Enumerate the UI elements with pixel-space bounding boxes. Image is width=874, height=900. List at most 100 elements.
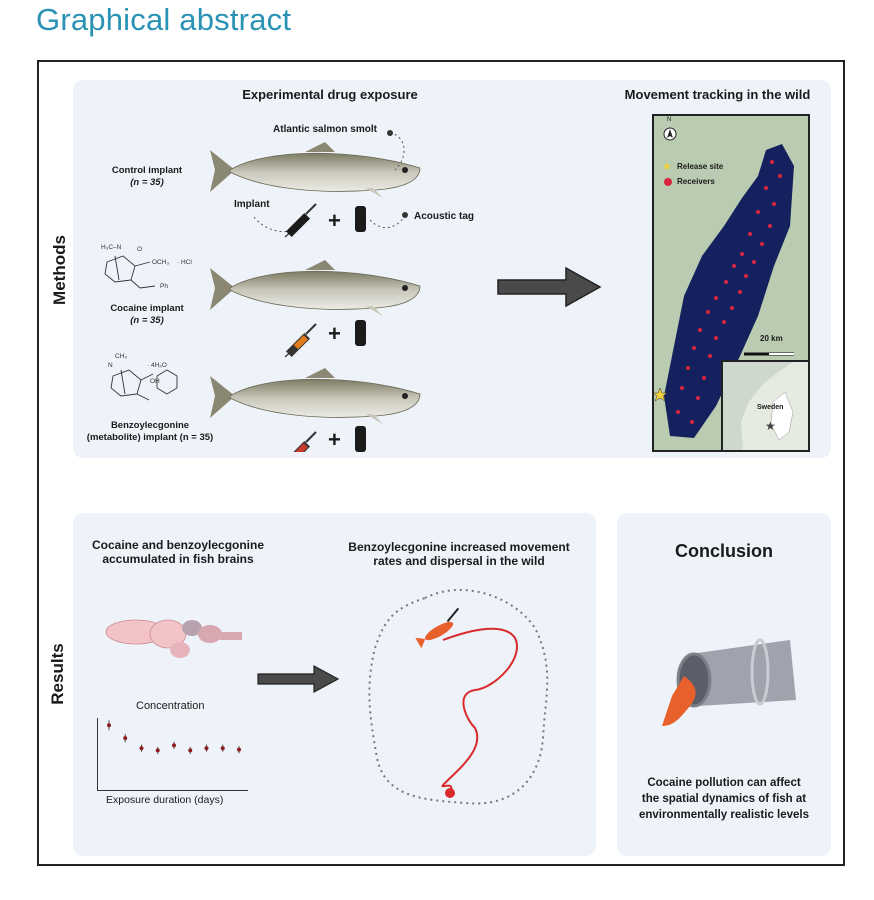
acoustic-tag-cocaine — [355, 320, 366, 346]
receiver-dot — [708, 354, 712, 358]
receiver-dot — [690, 420, 694, 424]
salmon-fish-group — [210, 142, 421, 424]
receiver-dot — [722, 320, 726, 324]
cocaine-formula-hcl: · HCl — [177, 259, 192, 266]
data-point — [155, 748, 160, 753]
sweden-label: Sweden — [757, 404, 784, 411]
tracked-fish — [415, 607, 460, 649]
lake-map-svg — [654, 144, 794, 438]
results-flow-arrow — [257, 664, 340, 694]
tracking-header: Movement tracking in the wild — [624, 87, 811, 102]
accumulated-header: Cocaine and benzoylecgonine accumulated … — [91, 538, 265, 566]
track-start-dot — [445, 788, 455, 798]
receiver-dot — [748, 232, 752, 236]
page-title: Graphical abstract — [36, 2, 292, 37]
movement-header: Benzoylecgonine increased movement rates… — [348, 540, 570, 568]
plot-title: Concentration — [136, 700, 205, 712]
receiver-dot — [756, 210, 760, 214]
cocaine-formula-o: O — [137, 246, 143, 253]
acoustic-tag-benzoylecgonine — [355, 426, 366, 452]
data-point — [139, 746, 144, 751]
conclusion-text: Cocaine pollution can affect the spatial… — [638, 777, 810, 821]
dispersal-illustration — [368, 589, 549, 805]
benzoylecgonine-implant-label: Benzoylecgonine (metabolite) implant (n … — [86, 420, 214, 443]
receiver-dot — [738, 290, 742, 294]
data-point — [107, 723, 111, 728]
exposure-header: Experimental drug exposure — [242, 87, 418, 102]
receiver-dot — [744, 274, 748, 278]
pollution-spill — [662, 676, 696, 726]
implant-label: Implant — [234, 199, 270, 210]
svg-text:★: ★ — [765, 419, 776, 433]
receiver-dot — [686, 366, 690, 370]
north-label: N — [667, 117, 672, 123]
pipe-body — [690, 640, 796, 706]
chemical-structures — [104, 255, 178, 401]
receiver-dots — [676, 160, 782, 424]
pollution-pipe-illustration — [662, 638, 796, 726]
bzg-formula-ch3: CH₃ — [115, 353, 128, 360]
lake-shape — [664, 144, 794, 438]
receiver-dot — [702, 376, 706, 380]
receiver-dot — [760, 242, 764, 246]
syringe-control — [284, 203, 317, 238]
receiver-dot — [724, 280, 728, 284]
north-arrow-icon — [663, 127, 677, 141]
scale-label: 20 km — [760, 334, 783, 343]
acoustic-tag-control — [355, 206, 366, 232]
receiver-dot — [696, 396, 700, 400]
receiver-dot — [740, 252, 744, 256]
data-point — [220, 746, 225, 751]
receiver-dot — [680, 386, 684, 390]
release-site-star — [654, 387, 668, 402]
concentration-plot — [107, 720, 241, 754]
salmon-fish-benzoylecgonine — [210, 368, 421, 424]
cocaine-formula-och3: OCH₃ — [152, 259, 170, 266]
plot-xlabel: Exposure duration (days) — [106, 794, 224, 806]
results-panel — [73, 513, 596, 856]
movement-track — [441, 627, 518, 794]
receiver-dot — [772, 202, 776, 206]
data-point — [188, 748, 193, 753]
methods-side-label: Methods — [50, 235, 69, 305]
results-side-label: Results — [48, 643, 67, 705]
dispersal-area-outline — [368, 589, 549, 805]
syringe-benzoylecgonine — [285, 431, 317, 452]
receiver-dot — [698, 328, 702, 332]
receiver-dot — [676, 410, 680, 414]
syringe-cocaine — [284, 323, 317, 358]
implant-tag-set — [284, 203, 366, 452]
receiver-dot — [732, 264, 736, 268]
cocaine-formula-ph: Ph — [160, 283, 168, 290]
receiver-dot — [770, 160, 774, 164]
receiver-dot — [730, 306, 734, 310]
salmon-label: Atlantic salmon smolt — [273, 124, 377, 135]
data-point — [172, 743, 176, 748]
salmon-fish-control — [210, 142, 421, 198]
graphical-abstract-frame — [37, 60, 845, 866]
cocaine-formula-methyl: H₃C–N — [101, 244, 122, 251]
concentration-plot-axes — [97, 718, 248, 791]
plus-sign-benzoylecgonine: + — [328, 427, 341, 452]
legend-receiver-icon — [664, 178, 672, 186]
receiver-dot — [768, 224, 772, 228]
sweden-inset-map: ★ Sweden — [721, 360, 810, 452]
receiver-dot — [714, 336, 718, 340]
bzg-formula-water: · 4H₂O — [147, 362, 167, 369]
data-point — [237, 747, 241, 752]
conclusion-title: Conclusion — [675, 541, 773, 561]
receiver-dot — [692, 346, 696, 350]
plus-sign-cocaine: + — [328, 321, 341, 346]
legend-star-icon: ★ — [662, 161, 672, 173]
data-point — [204, 746, 209, 751]
methods-flow-arrow — [497, 266, 602, 308]
legend-receivers: Receivers — [677, 177, 715, 186]
cocaine-implant-label: Cocaine implant (n = 35) — [110, 303, 184, 326]
salmon-fish-cocaine — [210, 260, 421, 316]
receiver-dot — [764, 186, 768, 190]
bzg-formula-n: N — [108, 362, 113, 369]
legend-release-site: Release site — [677, 162, 724, 171]
receiver-dot — [706, 310, 710, 314]
bzg-formula-oh: OH — [150, 378, 160, 385]
plus-sign-control: + — [328, 208, 341, 233]
